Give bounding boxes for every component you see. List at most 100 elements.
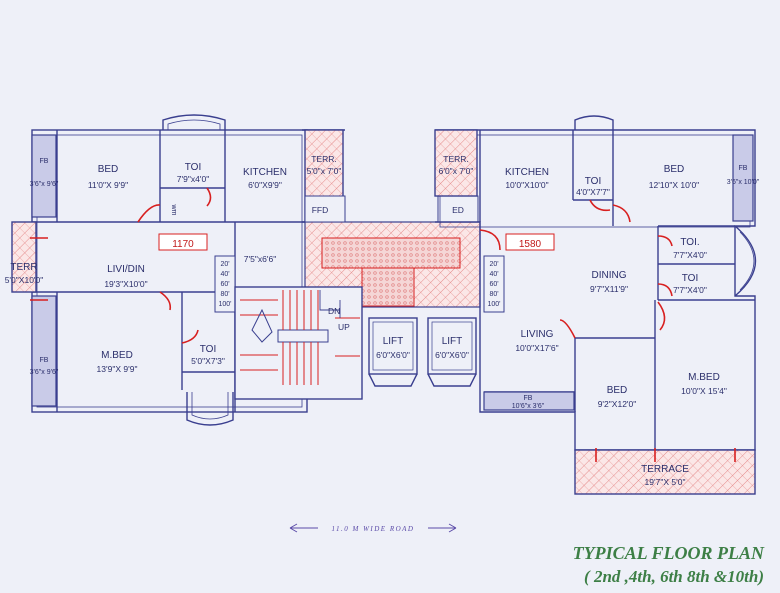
right-kitchen-label: KITCHEN: [505, 167, 549, 178]
left-mbed-label: M.BED: [101, 350, 133, 361]
right-bed-dim: 12'10"X 10'0": [649, 180, 699, 190]
left-livi-label: LIVI/DIN: [107, 264, 145, 275]
page-subtitle: ( 2nd ,4th, 6th 8th &10th): [584, 567, 764, 586]
left-flat-number: 1170: [172, 239, 194, 250]
right-bed2-dim: 9'2"X12'0": [598, 399, 637, 409]
left-mbed-dim: 13'9"X 9'9": [97, 364, 138, 374]
left-bottom-bay-window: [186, 392, 234, 426]
left-doors: [30, 187, 212, 344]
meter-left-100: 100': [218, 301, 231, 308]
right-fb-bottom-label: FB: [524, 395, 533, 402]
left-toi-label: TOI: [185, 162, 201, 173]
right-fb-bottom-dim: 10'6"x 3'6": [512, 403, 545, 410]
right-flat-number: 1580: [519, 239, 542, 250]
right-kitchen-dim: 10'0"X10'0": [505, 180, 548, 190]
left-fb-top-dim: 3'6"x 9'6": [30, 181, 59, 188]
left-toi-dim: 7'9"x4'0": [177, 174, 209, 184]
right-top-terr-dim: 6'0"x 7'0": [439, 166, 474, 176]
right-flat-number-box: [505, 233, 555, 251]
left-side-terr-dim: 5'0"X10'0": [5, 275, 44, 285]
right-fb-bottom: [483, 391, 575, 411]
right-side-bay-window: [734, 225, 757, 297]
road-arrow: [289, 523, 457, 533]
road-label: 11.0 M WIDE ROAD: [332, 525, 415, 533]
left-toi2-label: TOI: [200, 344, 216, 355]
page-title: TYPICAL FLOOR PLAN: [573, 543, 765, 563]
left-top-bay-window: [162, 114, 226, 130]
right-side-bay-inner: [739, 231, 755, 291]
left-fb-bottom: [31, 295, 57, 407]
right-toi2-label: TOI.: [680, 237, 699, 248]
left-bed-dim: 11'0"X 9'9": [88, 180, 128, 190]
meter-left-80: 80': [220, 291, 229, 298]
meter-left-60: 60': [220, 281, 229, 288]
right-terrace: [574, 449, 756, 495]
left-wm-label: wm: [170, 204, 177, 216]
meter-left-20: 20': [220, 261, 229, 268]
right-mbed-label: M.BED: [688, 372, 720, 383]
right-bed2-label: BED: [607, 385, 628, 396]
right-living-dim: 10'0"X17'6": [515, 343, 558, 353]
left-toi2-dim: 5'0"X7'3": [191, 356, 225, 366]
left-top-bay-inner: [167, 119, 221, 130]
right-fb-top: [732, 134, 754, 222]
right-bed-label: BED: [664, 164, 685, 175]
right-top-terrace: [434, 129, 478, 197]
right-meter-board: [483, 255, 505, 313]
left-side-terrace: [11, 221, 37, 293]
meter-labels-right: 20' 40' 60' 80' 100': [487, 261, 500, 308]
lobby-pattern: [321, 237, 461, 269]
meter-labels-left: 20' 40' 60' 80' 100': [218, 261, 231, 308]
right-toi3-label: TOI: [682, 273, 698, 284]
right-terrace-dim: 19'7"X 5'0": [645, 477, 686, 487]
left-livi-dim: 19'3"X10'0": [104, 279, 147, 289]
left-fb-bottom-label: FB: [40, 357, 49, 364]
left-meter-board: [214, 255, 236, 313]
right-toi-label: TOI: [585, 176, 601, 187]
right-terrace-label: TERRACE: [641, 464, 689, 475]
left-side-terr-label: TERR: [10, 262, 37, 273]
staircase: [234, 286, 363, 400]
lobby-dim: 7'5"x6'6": [244, 254, 276, 264]
right-dining-dim: 9'7"X11'9": [590, 284, 628, 294]
lift-2-label: LIFT: [442, 336, 463, 347]
right-top-terr-label: TERR.: [443, 154, 469, 164]
left-fb-top-label: FB: [40, 158, 49, 165]
right-fb-top-label: FB: [739, 165, 748, 172]
left-duct: [304, 195, 346, 223]
lift-1-dim: 6'0"X6'0": [376, 350, 410, 360]
meter-left-40: 40': [220, 271, 229, 278]
meter-right-60: 60': [489, 281, 498, 288]
left-fb-top: [31, 134, 57, 218]
right-fb-top-dim: 3'6"x 10'0": [727, 179, 760, 186]
left-kitchen-label: KITCHEN: [243, 167, 287, 178]
right-top-bay-window: [574, 115, 614, 130]
left-top-terr-label: TERR.: [311, 154, 337, 164]
meter-right-100: 100': [487, 301, 500, 308]
left-room-labels: FB 3'6"x 9'6" BED 11'0"X 9'9" TOI 7'9"x4…: [5, 154, 342, 376]
left-bed-label: BED: [98, 164, 119, 175]
stair-up-label: UP: [338, 322, 350, 332]
lift-1-label: LIFT: [383, 336, 404, 347]
right-duct: [437, 195, 479, 223]
left-top-terr-dim: 5'0"x 7'0": [307, 166, 342, 176]
meter-right-80: 80': [489, 291, 498, 298]
lift-2-dim: 6'0"X6'0": [435, 350, 469, 360]
left-bottom-bay-inner: [191, 392, 229, 420]
right-toi-dim: 4'0"X7'7": [576, 187, 610, 197]
ffd-label: FFD: [312, 205, 329, 215]
ed-label: ED: [452, 205, 464, 215]
left-flat-number-box: [158, 233, 208, 251]
left-fb-bottom-dim: 3'6"x 9'6": [30, 369, 59, 376]
core-labels: 7'5"x6'6" FFD ED DN UP LIFT 6'0"X6'0" LI…: [244, 205, 469, 360]
right-toi3-dim: 7'7"X4'0": [673, 285, 707, 295]
right-room-labels: TERR. 6'0"x 7'0" KITCHEN 10'0"X10'0" TOI…: [439, 154, 760, 487]
right-mbed-dim: 10'0"X 15'4": [681, 386, 727, 396]
left-kitchen-dim: 6'0"X9'9": [248, 180, 282, 190]
meter-right-20: 20': [489, 261, 498, 268]
right-doors: [479, 199, 736, 462]
right-living-label: LIVING: [521, 329, 554, 340]
lifts: [368, 317, 477, 387]
lobby-pattern-stem: [361, 267, 415, 307]
